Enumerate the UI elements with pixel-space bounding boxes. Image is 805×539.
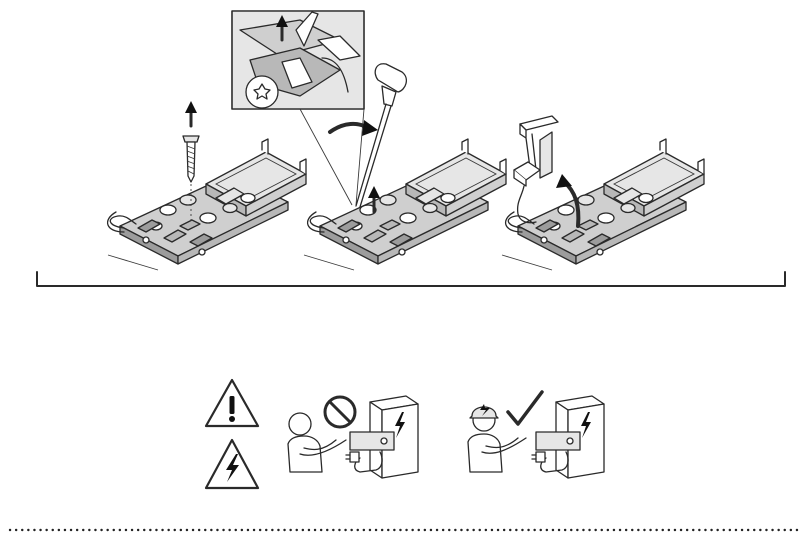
group-bracket [36,271,786,287]
screwdriver-icon [355,63,408,208]
pointer-line [501,254,553,271]
magnified-detail-icon [231,10,365,110]
curved-arrow-icon [556,174,581,228]
step-1-remove-screw [106,101,307,271]
plug-icon [345,451,360,463]
electrical-cabinet-icon [345,395,419,479]
checkmark-icon [506,390,544,426]
curved-arrow-icon [328,120,378,136]
prohibited-icon [323,395,357,429]
up-arrow-icon [185,101,197,128]
screw-icon [182,135,200,222]
electrician-icon [467,404,527,473]
step-2-pry-clip [231,10,507,271]
electrical-cabinet-icon [531,395,605,479]
zoom-line [299,108,353,206]
untrained-person-prohibited [287,395,419,479]
safety-section [204,378,605,490]
warning-exclamation-icon [204,378,260,428]
pointer-line [303,254,355,271]
clip-bracket-icon [513,115,559,224]
person-icon [287,412,347,473]
qualified-electrician-allowed [467,390,605,479]
warning-electric-icon [204,438,260,490]
pointer-line [107,254,159,271]
plug-icon [531,451,546,463]
up-arrow-icon [368,186,380,214]
step-3-lift-clip [501,115,705,271]
